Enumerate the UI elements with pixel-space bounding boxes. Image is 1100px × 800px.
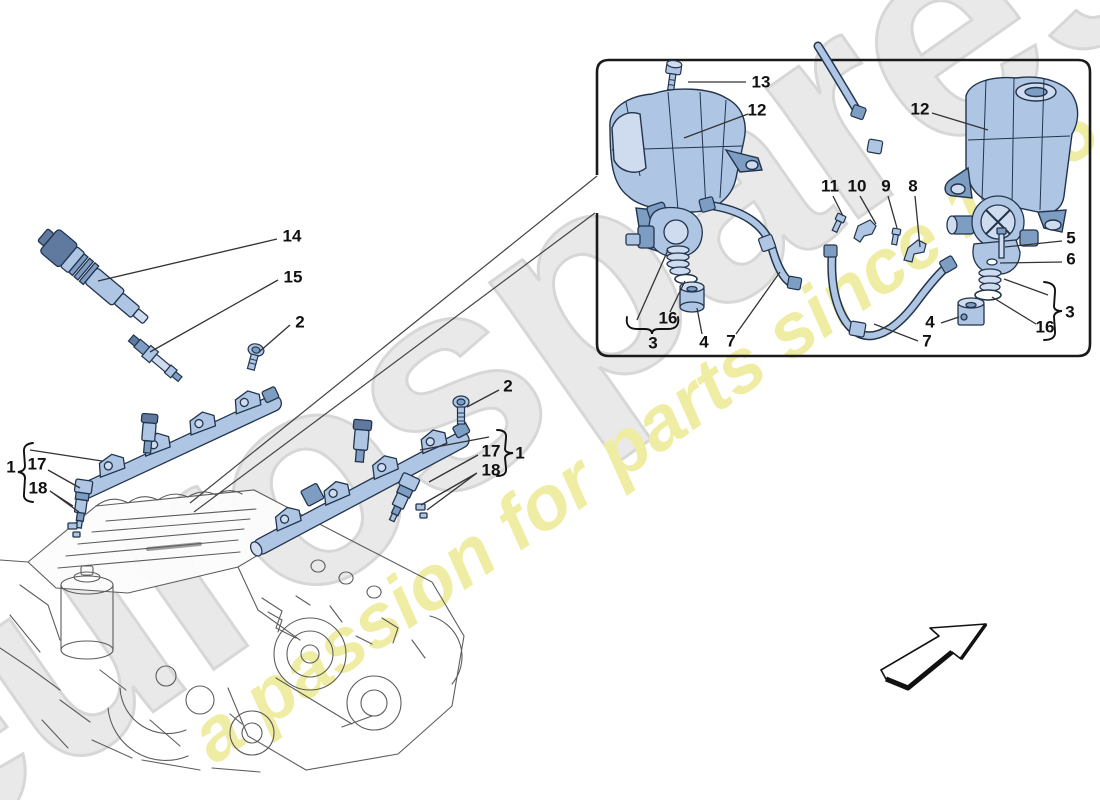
clip-10 (853, 219, 877, 243)
part-callout-18: 18 (28, 478, 48, 498)
part-callout-17: 17 (481, 441, 501, 461)
bolt-2-right (452, 395, 470, 425)
inset-box (595, 58, 1092, 358)
injector-standing-right (352, 418, 373, 463)
part-callout-6: 6 (1066, 249, 1076, 269)
part-callout-1: 1 (6, 457, 16, 477)
bolt-9 (891, 227, 902, 246)
brace-left-group-1 (17, 442, 34, 503)
injector-washer-18 (67, 522, 78, 530)
part-callout-16: 16 (658, 308, 678, 328)
part-callout-7: 7 (922, 331, 932, 351)
part-callout-3: 3 (1065, 302, 1075, 322)
part-callout-1: 1 (515, 443, 525, 463)
fuel-rail-left (67, 386, 282, 538)
callout-braces (17, 281, 1063, 503)
part-callout-3: 3 (648, 333, 658, 353)
fuel-pipe-right (813, 41, 958, 341)
injector-pintle-18 (72, 531, 81, 538)
injector-pintle-18 (419, 512, 428, 519)
fuel-rail-right (249, 418, 471, 557)
injector-17-right (388, 472, 421, 523)
part-callout-13: 13 (751, 72, 771, 92)
part-callout-4: 4 (925, 312, 935, 332)
part-callout-4: 4 (699, 332, 709, 352)
part-callout-16: 16 (1035, 317, 1055, 337)
bracket-inset-group-3 (625, 316, 680, 335)
pump-left (625, 201, 705, 313)
part-callout-11: 11 (821, 176, 839, 196)
part-callout-14: 14 (282, 226, 302, 246)
brace-inset-group-3 (1043, 281, 1063, 341)
bolt-2-left (246, 343, 265, 371)
part-callout-10: 10 (847, 176, 867, 196)
part-callout-8: 8 (908, 176, 918, 196)
part-callout-12: 12 (747, 100, 767, 120)
brace-right-group-1 (496, 429, 514, 477)
part-callout-18: 18 (481, 460, 501, 480)
injector-17-left (73, 478, 94, 529)
part-callout-9: 9 (881, 176, 891, 196)
part-callout-7: 7 (726, 331, 736, 351)
part-callout-2: 2 (503, 376, 513, 396)
fuel-pipe-left (698, 196, 803, 291)
zoom-lines (189, 175, 598, 513)
part-callout-15: 15 (283, 267, 303, 287)
leader-lines (29, 81, 1063, 513)
injector-washer-18 (415, 503, 426, 511)
part-callout-12: 12 (910, 99, 930, 119)
part-callout-5: 5 (1066, 228, 1076, 248)
pump-right (946, 195, 1039, 326)
part-callout-2: 2 (295, 312, 305, 332)
cover-right (944, 76, 1079, 233)
injector-standing-left (140, 412, 159, 454)
ignition-coil (37, 228, 149, 324)
part-callout-17: 17 (27, 454, 47, 474)
direction-arrow-icon (880, 622, 988, 691)
